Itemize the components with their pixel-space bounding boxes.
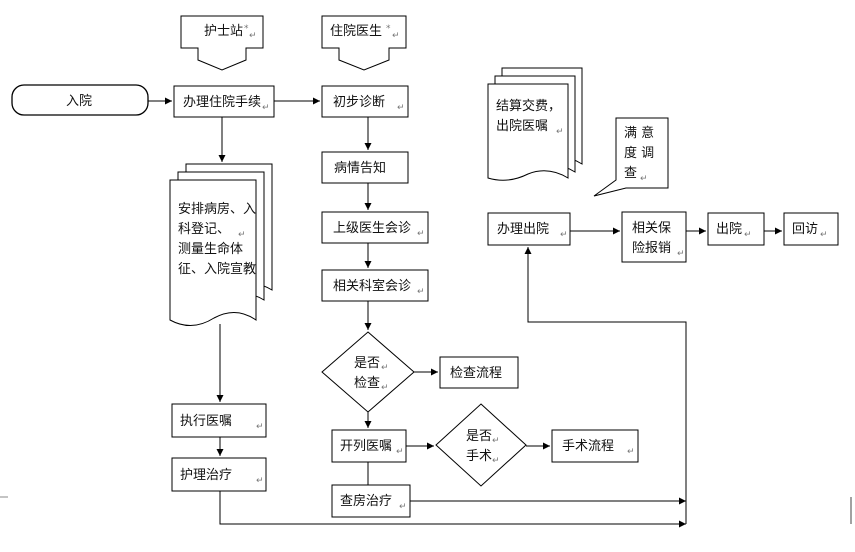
satisfaction-survey-line-2: 度 调 xyxy=(624,145,654,161)
surgery-decision-diamond: 是否 ↵ 手术 ↵ xyxy=(435,403,527,487)
return-mark: ↵ xyxy=(256,422,264,432)
check-process-label: 检查流程 xyxy=(450,366,502,381)
connector-nursing-to-return xyxy=(219,491,686,528)
nursing-treatment-node: 护理治疗 ↵ xyxy=(171,457,267,492)
return-mark: ↵ xyxy=(820,230,828,240)
insurance-reimbursement-line-2: 险报销 xyxy=(632,241,671,256)
department-consultation-node: 相关科室会诊 ↵ xyxy=(321,269,429,302)
satisfaction-survey-callout: 满 意 度 调 查 ↵ xyxy=(593,117,669,197)
surgery-decision-line-2: 手术 xyxy=(466,449,492,464)
discharge-label: 出院 xyxy=(716,222,742,237)
surgery-process-node: 手术流程 ↵ xyxy=(551,429,639,463)
execute-orders-node: 执行医嘱 ↵ xyxy=(171,403,267,438)
arrange-ward-line-2: 科登记、 xyxy=(178,222,230,237)
senior-consultation-node: 上级医生会诊 ↵ xyxy=(321,211,429,244)
resident-doctor-label: 住院医生 xyxy=(330,24,382,39)
issue-orders-node: 开列医嘱 ↵ xyxy=(331,429,407,463)
return-mark: ↵ xyxy=(397,103,405,113)
connectors xyxy=(148,97,782,528)
resident-doctor-entry: 住院医生 * ↵ xyxy=(321,15,407,71)
return-mark: ↵ xyxy=(399,502,407,512)
return-mark: ↵ xyxy=(396,447,404,457)
connector-return-to-discharge xyxy=(524,247,687,524)
return-mark: ↵ xyxy=(640,174,648,184)
admission-label: 入院 xyxy=(66,94,92,109)
department-consultation-label: 相关科室会诊 xyxy=(333,278,411,294)
arrange-ward-line-4: 征、入院宣教 xyxy=(178,261,256,277)
check-process-node: 检查流程 xyxy=(439,356,519,389)
discharge-procedure-label: 办理出院 xyxy=(497,222,549,237)
admission-procedure-node: 办理住院手续 ↵ xyxy=(173,85,275,118)
asterisk-mark: * xyxy=(386,24,391,34)
check-decision-line-1: 是否 xyxy=(354,356,380,371)
return-mark: ↵ xyxy=(417,287,425,297)
discharge-node: 出院 ↵ xyxy=(707,212,765,246)
condition-notice-label: 病情告知 xyxy=(334,160,386,176)
return-mark: ↵ xyxy=(492,456,500,466)
surgery-process-label: 手术流程 xyxy=(562,439,614,454)
return-mark: ↵ xyxy=(238,230,246,240)
return-mark: ↵ xyxy=(381,383,389,393)
settlement-line-1: 结算交费， xyxy=(496,98,561,114)
return-mark: ↵ xyxy=(249,31,257,41)
settlement-document: 结算交费， 出院医嘱 ↵ xyxy=(487,67,583,181)
return-mark: ↵ xyxy=(744,230,752,240)
execute-orders-label: 执行医嘱 xyxy=(180,414,232,429)
nursing-treatment-label: 护理治疗 xyxy=(180,468,232,483)
return-mark: ↵ xyxy=(560,230,568,240)
senior-consultation-label: 上级医生会诊 xyxy=(333,221,411,236)
return-mark: ↵ xyxy=(677,249,685,259)
insurance-reimbursement-line-1: 相关保 xyxy=(632,221,671,236)
insurance-reimbursement-node: 相关保 险报销 ↵ xyxy=(621,211,687,263)
return-mark: ↵ xyxy=(417,229,425,239)
preliminary-diagnosis-label: 初步诊断 xyxy=(333,95,385,110)
return-mark: ↵ xyxy=(381,363,389,373)
return-mark: ↵ xyxy=(627,447,635,457)
satisfaction-survey-line-3: 查 xyxy=(624,166,637,181)
discharge-procedure-node: 办理出院 ↵ xyxy=(487,212,571,246)
asterisk-mark: * xyxy=(244,24,249,34)
settlement-line-2: 出院医嘱 xyxy=(496,119,548,134)
ward-round-treatment-node: 查房治疗 ↵ xyxy=(331,484,411,518)
return-mark: ↵ xyxy=(392,31,400,41)
follow-up-label: 回访 xyxy=(792,222,818,237)
preliminary-diagnosis-node: 初步诊断 ↵ xyxy=(321,85,409,118)
ward-round-treatment-label: 查房治疗 xyxy=(340,493,392,509)
nurse-station-entry: 护士站 * ↵ xyxy=(180,15,264,71)
nurse-station-label: 护士站 xyxy=(204,24,243,39)
admission-procedure-label: 办理住院手续 xyxy=(183,95,261,110)
arrange-ward-line-3: 测量生命体 xyxy=(178,241,243,257)
follow-up-node: 回访 ↵ xyxy=(783,212,839,246)
arrange-ward-line-1: 安排病房、入 xyxy=(178,201,256,217)
return-mark: ↵ xyxy=(262,103,270,113)
return-mark: ↵ xyxy=(556,127,564,137)
surgery-decision-line-1: 是否 xyxy=(466,429,492,444)
admission-node: 入院 xyxy=(11,84,149,116)
return-mark: ↵ xyxy=(492,436,500,446)
check-decision-diamond: 是否 ↵ 检查 ↵ xyxy=(321,331,415,413)
arrange-ward-document: 安排病房、入 科登记、 ↵ 测量生命体 征、入院宣教 xyxy=(169,163,273,326)
issue-orders-label: 开列医嘱 xyxy=(340,439,392,454)
check-decision-line-2: 检查 xyxy=(354,376,380,391)
condition-notice-node: 病情告知 xyxy=(321,151,409,184)
return-mark: ↵ xyxy=(256,476,264,486)
satisfaction-survey-line-1: 满 意 xyxy=(624,125,654,141)
